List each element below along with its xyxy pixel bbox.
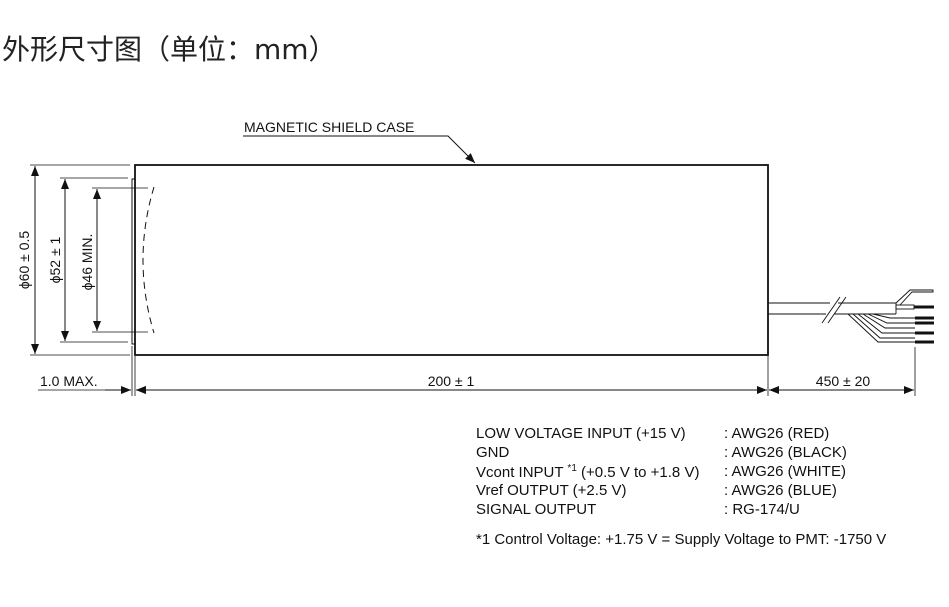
connection-value: : AWG26 (BLUE) bbox=[724, 482, 837, 499]
connection-name: Vref OUTPUT (+2.5 V) bbox=[476, 482, 627, 499]
dia-mid-label: ϕ52 ± 1 bbox=[47, 236, 63, 283]
connection-name: GND bbox=[476, 444, 510, 461]
connection-name: SIGNAL OUTPUT bbox=[476, 501, 597, 518]
connection-value: : AWG26 (WHITE) bbox=[724, 463, 846, 480]
cable bbox=[768, 289, 934, 343]
window-plate bbox=[131, 178, 136, 345]
connection-value: : AWG26 (BLACK) bbox=[724, 444, 847, 461]
photocathode-arc bbox=[142, 186, 155, 334]
cable-label: 450 ± 20 bbox=[816, 373, 871, 389]
name-part: (+0.5 V to +1.8 V) bbox=[576, 464, 700, 481]
dia-inner-label: ϕ46 MIN. bbox=[79, 234, 95, 291]
name-part: Vcont INPUT bbox=[476, 464, 568, 481]
wire-ends bbox=[914, 305, 934, 344]
case-leader bbox=[243, 135, 476, 164]
connection-value: : RG-174/U bbox=[724, 501, 800, 518]
footnote: *1 Control Voltage: +1.75 V = Supply Vol… bbox=[476, 531, 887, 548]
window-label: 1.0 MAX. bbox=[40, 373, 98, 389]
connection-name: Vcont INPUT *1 (+0.5 V to +1.8 V) bbox=[476, 463, 699, 481]
connection-name: LOW VOLTAGE INPUT (+15 V) bbox=[476, 425, 686, 442]
case-label: MAGNETIC SHIELD CASE bbox=[244, 119, 414, 135]
shield-case-body bbox=[134, 164, 769, 356]
connection-value: : AWG26 (RED) bbox=[724, 425, 830, 442]
page-title: 外形尺寸图（单位：mm） bbox=[2, 33, 337, 66]
dia-outer-label: ϕ60 ± 0.5 bbox=[16, 231, 32, 290]
length-label: 200 ± 1 bbox=[428, 373, 475, 389]
footnote-ref: *1 bbox=[567, 463, 577, 474]
